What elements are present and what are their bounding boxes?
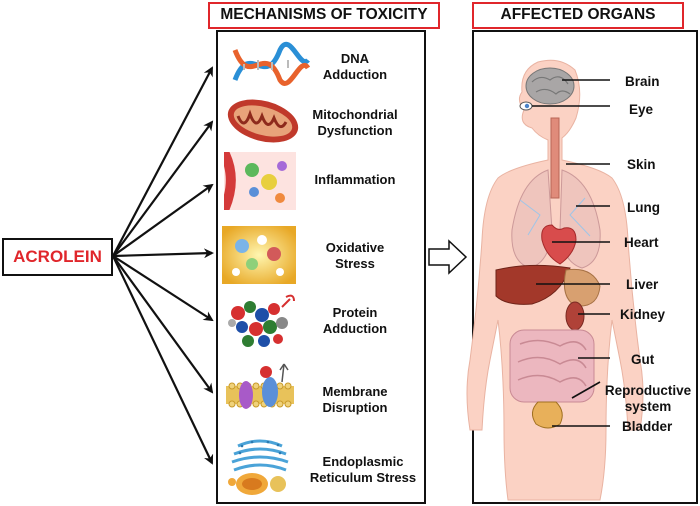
mechanism-label-membrane: Membrane Disruption [290, 384, 420, 416]
panel-transition-arrow [428, 239, 468, 275]
arrow-to-inflammation [112, 183, 214, 257]
organ-label-kidney: Kidney [620, 307, 666, 322]
kidney-shape [565, 301, 585, 331]
pointer-reproductive [571, 381, 601, 399]
organs-header: AFFECTED ORGANS [472, 2, 684, 29]
mechanisms-header: MECHANISMS OF TOXICITY [208, 2, 440, 29]
organ-label-brain: Brain [625, 74, 660, 89]
organ-label-line2: system [624, 399, 672, 414]
mechanism-label-line1: Endoplasmic [322, 454, 404, 469]
protein-structure-icon [228, 294, 295, 347]
stomach-shape [563, 268, 601, 307]
endoplasmic-reticulum-icon [228, 439, 289, 495]
arrow-to-dna [112, 66, 213, 257]
mechanism-label-protein: Protein Adduction [290, 305, 420, 337]
mechanism-label-line2: Reticulum Stress [309, 470, 417, 485]
bladder-shape [532, 401, 563, 429]
organ-label-skin: Skin [627, 157, 656, 172]
mechanism-label-line1: Oxidative [325, 240, 385, 255]
mechanism-label-mitochondria: Mitochondrial Dysfunction [290, 107, 420, 139]
organ-label-liver: Liver [626, 277, 659, 292]
mechanism-label-oxidative: Oxidative Stress [290, 240, 420, 272]
organ-label-gut: Gut [631, 352, 655, 367]
arrow-to-er [112, 255, 214, 465]
arrow-to-protein [112, 255, 214, 322]
mechanism-label-inflammation: Inflammation [290, 172, 420, 188]
organ-label-lung: Lung [627, 200, 660, 215]
arrow-to-mitochondria [112, 120, 214, 257]
organ-label-heart: Heart [624, 235, 659, 250]
oxidative-stress-icon [222, 226, 296, 284]
mechanism-label-line2: Adduction [322, 321, 388, 336]
mechanism-label-line1: DNA [340, 51, 370, 66]
cell-membrane-icon [226, 363, 294, 409]
mechanism-label-line2: Adduction [322, 67, 388, 82]
brain-shape [525, 67, 575, 105]
mechanism-label-dna: DNA Adduction [290, 51, 420, 83]
organ-label-reproductive: Reproductive system [600, 383, 696, 415]
mechanism-label-er: Endoplasmic Reticulum Stress [298, 454, 428, 486]
organ-label-eye: Eye [629, 102, 654, 117]
mechanism-label-line1: Mitochondrial [312, 107, 398, 122]
mechanism-label-line2: Dysfunction [317, 123, 393, 138]
mitochondrion-icon [227, 99, 299, 143]
inflammation-cells-icon [224, 152, 296, 210]
arrow-to-oxidative [112, 248, 214, 259]
mechanism-label-line1: Inflammation [314, 172, 396, 187]
arrow-to-membrane [112, 255, 214, 394]
mechanism-label-line2: Stress [335, 256, 375, 271]
heart-shape [541, 224, 577, 265]
liver-shape [495, 264, 571, 305]
dna-helix-icon [232, 41, 310, 86]
acrolein-box: ACROLEIN [2, 238, 113, 276]
mechanism-label-line2: Disruption [322, 400, 388, 415]
organ-label-line1: Reproductive [604, 383, 692, 398]
gut-shape [509, 329, 595, 403]
mechanism-label-line1: Protein [332, 305, 378, 320]
organ-label-bladder: Bladder [622, 419, 673, 434]
mechanism-label-line1: Membrane [322, 384, 388, 399]
